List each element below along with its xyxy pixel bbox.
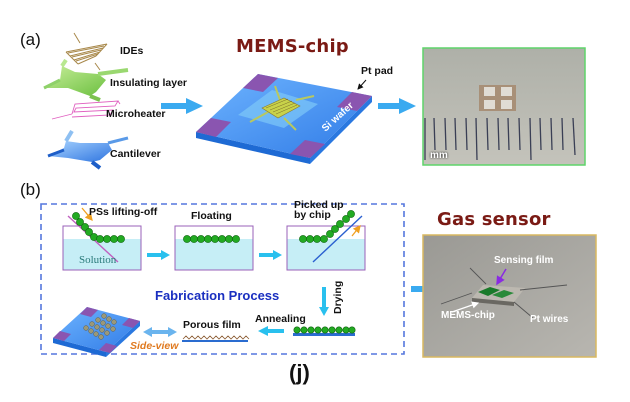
dried-film	[293, 326, 356, 336]
fabrication-process-box	[40, 203, 405, 355]
arrow-right-icon	[259, 250, 282, 260]
floating-step	[174, 225, 254, 271]
ides-label: IDEs	[120, 45, 144, 57]
gas-sensor-title: Gas sensor	[437, 209, 551, 230]
mems-chip-photo-label: MEMS-chip	[441, 310, 495, 321]
lifting-off-label: PSs lifting-off	[89, 206, 158, 218]
microheater-icon	[51, 100, 121, 120]
porous-film	[182, 335, 250, 342]
side-view-label: Side-view	[130, 340, 179, 352]
double-arrow-icon	[143, 327, 177, 337]
panel-a-label: (a)	[20, 30, 41, 49]
mems-chip-illustration	[196, 74, 372, 164]
chip-with-film	[53, 307, 140, 357]
pt-pad-icon	[243, 74, 278, 92]
cantilever-label: Cantilever	[110, 148, 161, 160]
insulating-layer-label: Insulating layer	[110, 77, 188, 89]
annealing-label: Annealing	[255, 313, 306, 325]
porous-film-label: Porous film	[183, 319, 241, 331]
gas-sensor-photo	[422, 234, 597, 358]
lifting-off-step	[62, 207, 142, 271]
picked-up-label: Picked up by chip	[294, 199, 344, 221]
floating-label: Floating	[191, 210, 232, 222]
arrow-right-icon	[378, 98, 416, 114]
pt-pad-label: Pt pad	[361, 65, 394, 77]
solution-label: Solution	[79, 254, 117, 266]
insulating-layer-icon	[43, 58, 129, 102]
pt-wires-label: Pt wires	[530, 314, 569, 325]
figure-label: (j)	[289, 360, 310, 385]
microheater-label: Microheater	[106, 108, 166, 120]
ides-icon	[65, 32, 108, 71]
mems-chip-title: MEMS-chip	[236, 36, 349, 57]
fabrication-process-title: Fabrication Process	[155, 288, 280, 303]
drying-label: Drying	[332, 280, 344, 314]
arrow-down-icon	[319, 287, 329, 316]
cantilever-icon	[47, 129, 129, 170]
arrow-right-icon	[147, 250, 170, 260]
picked-up-line1: Picked up	[294, 199, 344, 211]
arrow-right-icon	[161, 98, 203, 114]
panel-b-label: (b)	[20, 180, 41, 199]
pt-pad-pointer	[357, 79, 367, 90]
arrow-left-icon	[258, 326, 284, 336]
scale-label: mm	[430, 150, 448, 161]
ruler-ticks	[424, 117, 576, 161]
picked-up-line2: by chip	[294, 209, 331, 221]
sensing-film-label: Sensing film	[494, 255, 554, 266]
chip-photo	[422, 47, 586, 166]
picked-up-step	[286, 210, 366, 271]
